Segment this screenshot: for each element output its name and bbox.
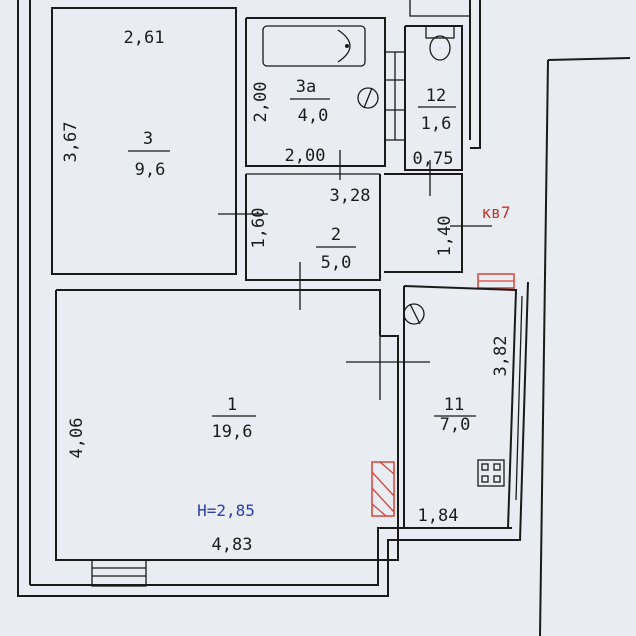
toilet-icon [429,35,451,61]
dim-hall-width: 3,28 [330,186,371,206]
dim-kitchen-width: 1,84 [418,506,459,526]
corridor [384,160,515,289]
radiator-hatch [371,461,395,517]
room-1-id: 1 [227,395,237,415]
room-1 [55,289,430,587]
room-3a [245,17,405,167]
room-2-id: 2 [331,225,341,245]
dim-room1-width: 4,83 [212,535,253,555]
dim-bath-height: 2,00 [251,82,271,123]
room-12-id: 12 [426,86,446,106]
sink-icon [357,87,379,109]
dim-room1-height: 4,06 [67,418,87,459]
dim-bath-width: 2,00 [285,146,326,166]
stove-icon [477,459,505,487]
room-11-area: 7,0 [440,415,471,435]
room-11-id: 11 [444,395,464,415]
kitchen-sink-icon [403,303,425,325]
room-12 [404,25,463,171]
room-3-id: 3 [143,129,153,149]
room-1-area: 19,6 [212,422,253,442]
dimension-labels: 2,61 3,67 2,00 2,00 0,75 3,28 1,60 1,40 … [61,28,511,555]
apartment-label: кв7 [482,203,511,222]
dim-wc-width: 0,75 [413,149,454,169]
dim-room3-height: 3,67 [61,122,81,163]
toilet-tank-icon [425,25,455,39]
balcony-door [91,559,147,587]
room-2-area: 5,0 [321,253,352,273]
outer-walls [17,0,631,636]
room-3a-id: 3а [296,77,316,97]
room-11 [403,285,523,529]
bathtub-drain-icon [337,29,351,63]
dim-room3-width: 2,61 [124,28,165,48]
room-12-area: 1,6 [421,114,452,134]
dim-hall-left-height: 1,60 [249,208,269,249]
bathtub-icon [262,25,366,67]
ceiling-height: H=2,85 [197,501,255,520]
room-labels: 3 9,6 3а 4,0 12 1,6 2 5,0 1 19,6 11 7,0 … [128,77,510,520]
room-2 [218,150,381,310]
room-3a-area: 4,0 [298,106,329,126]
dim-kitchen-height: 3,82 [491,336,511,377]
room-3-area: 9,6 [135,160,166,180]
dim-hall-right-height: 1,40 [435,216,455,257]
room-3 [51,7,237,275]
